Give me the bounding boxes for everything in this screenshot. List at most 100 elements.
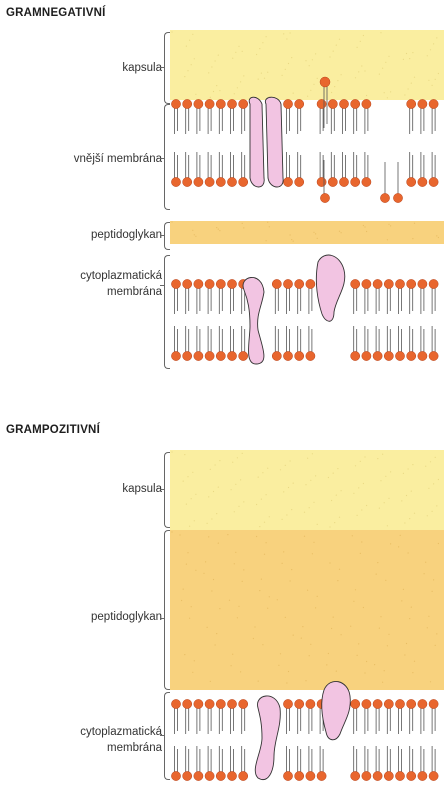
texture-dot — [331, 500, 332, 501]
lipid-head — [171, 699, 180, 708]
texture-dot — [242, 581, 243, 582]
texture-dot — [337, 80, 338, 81]
lipid-head — [362, 771, 371, 780]
texture-dot — [312, 59, 313, 60]
texture-dot — [215, 60, 216, 61]
texture-dot — [406, 495, 407, 496]
texture-dot — [187, 70, 188, 71]
texture-dot — [355, 589, 356, 590]
texture-dot — [238, 506, 239, 507]
texture-dot — [267, 468, 268, 469]
texture-dot — [286, 514, 287, 515]
texture-dot — [382, 454, 383, 455]
texture-dot — [282, 75, 283, 76]
lipid-head — [306, 351, 315, 360]
texture-dot — [403, 59, 404, 60]
texture-dot — [313, 232, 314, 233]
texture-dot — [361, 509, 362, 510]
texture-dot — [358, 487, 359, 488]
texture-dot — [256, 504, 257, 505]
texture-dot — [379, 74, 380, 75]
texture-dot — [219, 608, 220, 609]
lipid-head — [328, 177, 337, 186]
texture-dot — [385, 476, 386, 477]
texture-dot — [341, 232, 342, 233]
texture-dot — [291, 57, 292, 58]
texture-dot — [211, 590, 212, 591]
texture-dot — [408, 88, 409, 89]
texture-dot — [215, 644, 216, 645]
lipid-head — [171, 99, 180, 108]
lipid-head — [407, 699, 416, 708]
texture-dot — [240, 479, 241, 480]
texture-dot — [355, 465, 356, 466]
texture-dot — [435, 457, 436, 458]
texture-dot — [384, 502, 385, 503]
texture-dot — [341, 634, 342, 635]
texture-dot — [242, 51, 243, 52]
lipid-head — [384, 279, 393, 288]
lipid-head — [205, 279, 214, 288]
texture-dot — [380, 32, 381, 33]
texture-dot — [259, 48, 260, 49]
texture-dot — [390, 471, 391, 472]
texture-dot — [291, 569, 292, 570]
texture-dot — [390, 91, 391, 92]
lipid-head — [393, 193, 402, 202]
lipid-head — [418, 351, 427, 360]
texture-dot — [171, 451, 172, 452]
texture-dot — [186, 504, 187, 505]
texture-dot — [428, 616, 429, 617]
lipid-head — [283, 351, 292, 360]
lipid-head — [171, 351, 180, 360]
lipid-head — [384, 699, 393, 708]
texture-dot — [304, 512, 305, 513]
lipid-head — [194, 279, 203, 288]
texture-dot — [237, 87, 238, 88]
texture-dot — [210, 97, 211, 98]
texture-dot — [261, 499, 262, 500]
lipid-head — [429, 771, 438, 780]
texture-dot — [290, 234, 291, 235]
lipid-head — [306, 699, 315, 708]
texture-dot — [401, 600, 402, 601]
texture-dot — [267, 608, 268, 609]
texture-dot — [390, 543, 391, 544]
gram-negative-cytoplasmic-membrane-bracket — [164, 255, 170, 369]
lipid-head — [227, 279, 236, 288]
lipid-head — [283, 177, 292, 186]
texture-dot — [218, 487, 219, 488]
texture-dot — [192, 472, 193, 473]
lipid-head — [194, 99, 203, 108]
lipid-head — [194, 771, 203, 780]
lipid-head — [351, 699, 360, 708]
lipid-head — [295, 699, 304, 708]
gram-positive-capsule-layer — [170, 450, 444, 530]
texture-dot — [409, 618, 410, 619]
texture-dot — [425, 466, 426, 467]
lipid-head — [306, 279, 315, 288]
texture-dot — [329, 526, 330, 527]
texture-dot — [433, 43, 434, 44]
gram-negative-cytoplasmic-membrane-label-line1: cytoplazmatická — [80, 269, 162, 284]
texture-dot — [293, 635, 294, 636]
texture-dot — [438, 479, 439, 480]
texture-dot — [390, 225, 391, 226]
texture-dot — [195, 570, 196, 571]
texture-dot — [231, 665, 232, 666]
texture-dot — [384, 670, 385, 671]
texture-dot — [360, 461, 361, 462]
texture-dot — [333, 473, 334, 474]
lipid-head — [171, 771, 180, 780]
texture-dot — [218, 543, 219, 544]
texture-dot — [237, 617, 238, 618]
lipid-head — [295, 177, 304, 186]
membrane-protein — [316, 255, 344, 321]
texture-dot — [408, 552, 409, 553]
texture-dot — [234, 511, 235, 512]
texture-dot — [358, 71, 359, 72]
lipid-head — [216, 699, 225, 708]
texture-dot — [282, 519, 283, 520]
lipid-head — [384, 771, 393, 780]
texture-dot — [219, 230, 220, 231]
